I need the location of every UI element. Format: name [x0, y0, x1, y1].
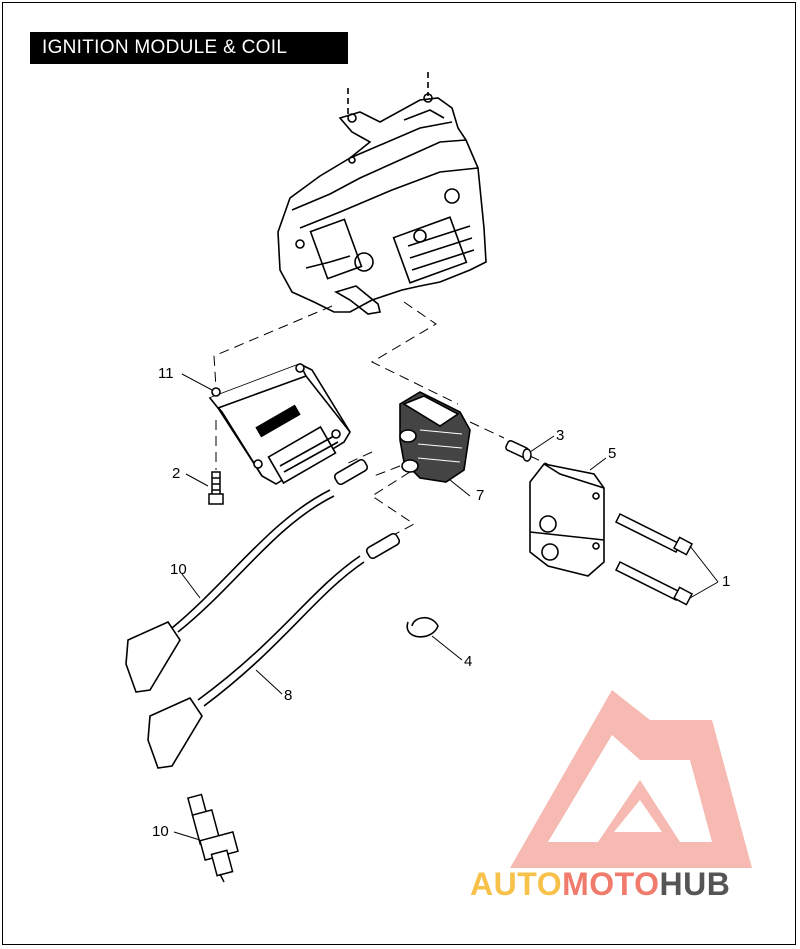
- coil-cover: [529, 463, 605, 577]
- watermark-auto: AUTO: [470, 866, 563, 902]
- callout-11: 11: [158, 365, 174, 382]
- ignition-bracket: [277, 72, 487, 315]
- page-title: IGNITION MODULE & COIL: [30, 32, 348, 64]
- callout-leaders: [173, 373, 719, 841]
- spark-plug-wire-front: [125, 458, 369, 693]
- callout-1: 1: [722, 573, 730, 590]
- watermark-text: AUTOMOTOHUB: [470, 866, 730, 903]
- callout-10: 10: [152, 823, 169, 840]
- ignition-module: [208, 363, 351, 485]
- callout-4: 4: [464, 653, 472, 670]
- spark-plug: [186, 793, 239, 883]
- callout-3: 3: [556, 427, 564, 444]
- wire-clip: [406, 616, 439, 638]
- watermark-moto: MOTO: [562, 866, 660, 902]
- callout-9: 10: [170, 561, 187, 578]
- logo-triangle-icon: [510, 690, 752, 868]
- callout-labels: 11 2 3 5 7 1 4 10 8 10: [152, 365, 730, 840]
- callout-8: 8: [284, 687, 292, 704]
- watermark-hub: HUB: [659, 866, 731, 902]
- spark-plug-wire-rear: [147, 532, 401, 769]
- callout-5: 5: [608, 445, 616, 462]
- screw: [208, 471, 224, 505]
- callout-2: 2: [172, 465, 180, 482]
- spacer: [505, 440, 532, 462]
- ignition-coil: [399, 391, 471, 483]
- bolts: [614, 512, 694, 606]
- callout-7: 7: [476, 487, 484, 504]
